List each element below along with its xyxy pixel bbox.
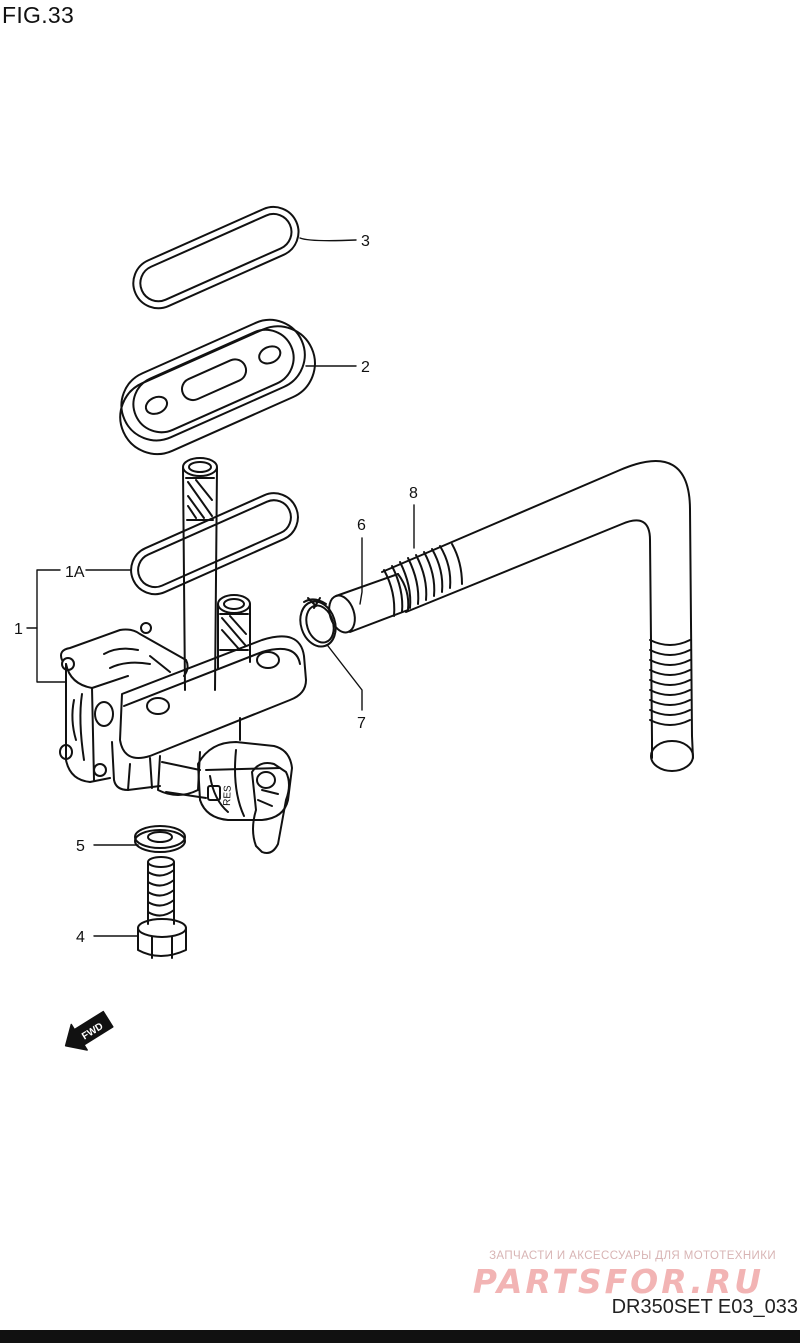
part-5-washer bbox=[134, 825, 186, 853]
part-1-fuel-valve: RES bbox=[59, 457, 307, 854]
callout-5: 5 bbox=[76, 838, 85, 855]
callout-2: 2 bbox=[361, 359, 370, 376]
watermark-caption: ЗАПЧАСТИ И АКСЕССУАРЫ ДЛЯ МОТОТЕХНИКИ bbox=[489, 1250, 776, 1262]
part-6-sleeve bbox=[328, 573, 410, 634]
callout-1a: 1A bbox=[65, 564, 85, 581]
callout-3: 3 bbox=[361, 233, 370, 250]
callout-7: 7 bbox=[357, 715, 366, 732]
part-3-oring bbox=[132, 205, 300, 310]
bottom-bar bbox=[0, 1330, 800, 1343]
callout-6: 6 bbox=[357, 517, 366, 534]
part-1a-oring bbox=[130, 492, 299, 596]
callout-labels: 3 2 1A 1 5 4 6 8 7 bbox=[14, 233, 418, 946]
callout-4: 4 bbox=[76, 929, 85, 946]
watermark-logo: PARTSFOR.RU bbox=[472, 1262, 764, 1301]
leader-lines bbox=[26, 237, 415, 937]
figure-title: FIG.33 bbox=[2, 2, 75, 28]
part-2-plate bbox=[119, 318, 316, 456]
figure-code: DR350SET E03_033 bbox=[611, 1296, 798, 1318]
fwd-arrow-icon: FWD bbox=[64, 1010, 114, 1051]
lever-label: RES bbox=[222, 785, 234, 806]
callout-8: 8 bbox=[409, 485, 418, 502]
callout-1: 1 bbox=[14, 621, 23, 638]
part-4-bolt bbox=[137, 856, 187, 959]
part-8-hose bbox=[381, 460, 694, 772]
